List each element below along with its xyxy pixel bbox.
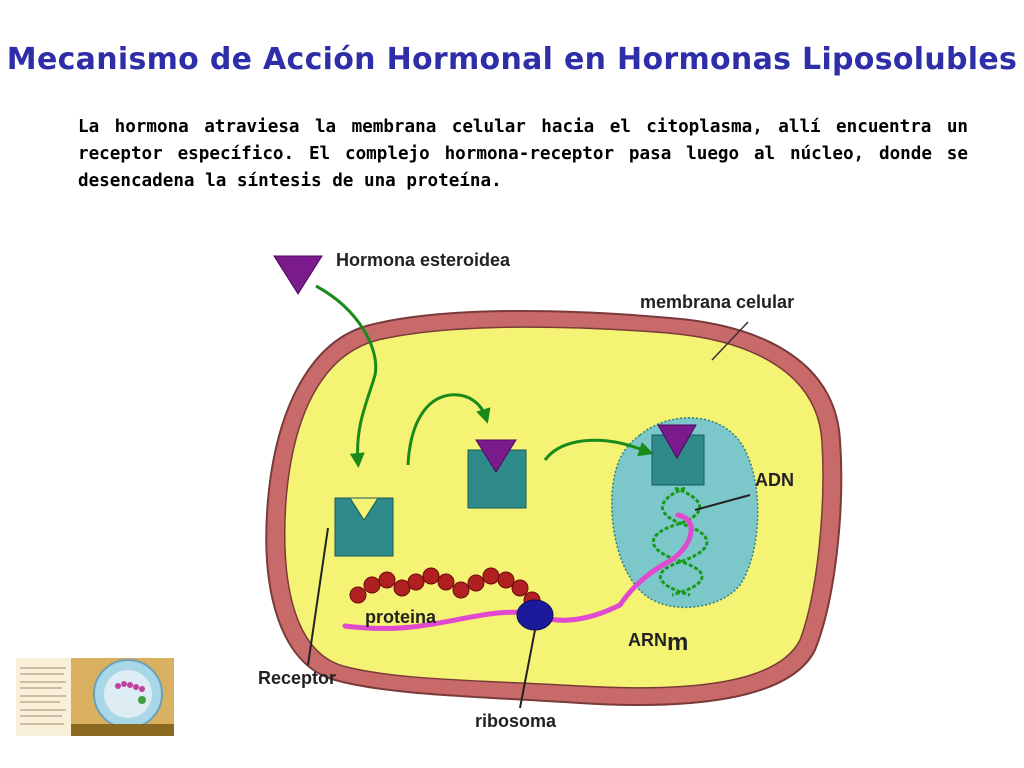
ribosome <box>516 599 554 631</box>
receptor-free <box>334 497 394 557</box>
slide-description: La hormona atraviesa la membrana celular… <box>78 117 968 191</box>
nucleus <box>611 417 759 608</box>
cell-diagram-svg: Hormona esteroidea membrana celular ADN … <box>258 250 843 731</box>
membrane-leader-line <box>711 321 749 361</box>
presentation-thumbnail <box>15 657 175 737</box>
dna-strand-b <box>651 486 704 597</box>
label-ribosome: ribosoma <box>475 711 557 731</box>
nuclear-complex-hormone <box>657 424 697 460</box>
ribosome-leader-line <box>519 629 536 709</box>
label-mrna-sub: m <box>667 629 688 656</box>
protein-chain <box>349 567 541 609</box>
label-mrna: ARNm <box>628 629 688 656</box>
slide-title: Mecanismo de Acción Hormonal en Hormonas… <box>6 42 1018 77</box>
nuclear-entry-arrow <box>543 438 654 461</box>
entry-arrow <box>315 284 378 468</box>
label-dna: ADN <box>755 470 794 490</box>
dna-leader-line <box>694 494 751 511</box>
label-mrna-base: ARN <box>628 630 667 650</box>
thumbnail-svg <box>15 657 175 737</box>
label-membrane: membrana celular <box>640 292 794 312</box>
label-protein: proteina <box>365 607 437 627</box>
mrna-strand <box>342 512 694 631</box>
binding-arrow <box>406 393 491 466</box>
hormone-triangle-free <box>273 255 323 295</box>
cell-diagram: Hormona esteroidea membrana celular ADN … <box>250 210 882 755</box>
dna-strand-a <box>658 486 709 597</box>
label-receptor: Receptor <box>258 668 336 688</box>
receptor-leader-line <box>307 527 329 666</box>
label-hormone: Hormona esteroidea <box>336 250 511 270</box>
hormone-triangle-bound <box>475 439 517 473</box>
